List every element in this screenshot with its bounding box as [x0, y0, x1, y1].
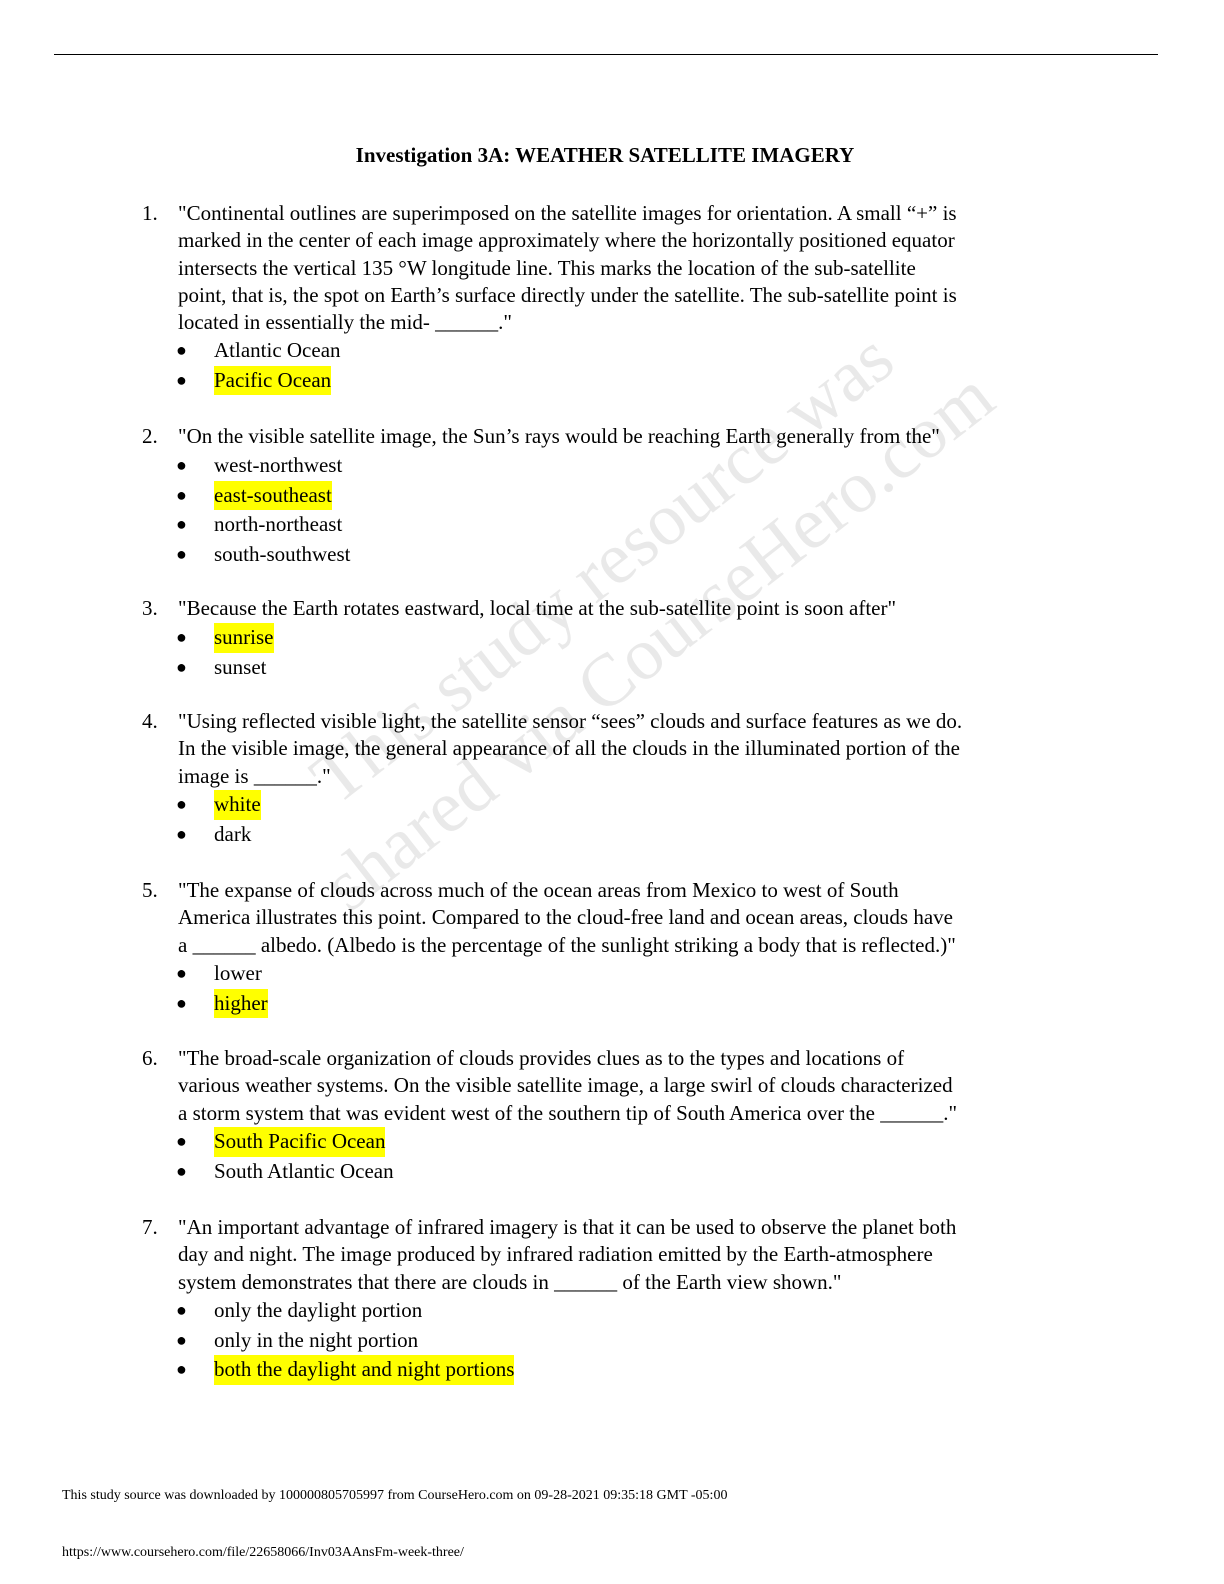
question-number: 4. — [142, 709, 158, 733]
bullet-icon: ● — [176, 455, 187, 475]
bullet-icon: ● — [176, 514, 187, 534]
question-text: "On the visible satellite image, the Sun… — [178, 424, 940, 448]
question-text: "The broad-scale organization of clouds … — [178, 1046, 958, 1125]
answer-option-label-highlighted: both the daylight and night portions — [214, 1355, 515, 1385]
bullet-icon: ● — [176, 369, 187, 390]
bullet-icon: ● — [176, 1160, 187, 1181]
question-text: "Continental outlines are superimposed o… — [178, 201, 957, 335]
question-text: "Using reflected visible light, the sate… — [178, 709, 963, 788]
answer-option-label-highlighted: higher — [214, 988, 268, 1018]
bullet-icon: ● — [176, 543, 187, 564]
download-notice: This study source was downloaded by 1000… — [62, 1488, 728, 1503]
bullet-icon: ● — [176, 823, 187, 844]
source-url[interactable]: https://www.coursehero.com/file/22658066… — [62, 1545, 464, 1560]
bullet-icon: ● — [176, 963, 187, 983]
answer-option-label-highlighted: east-southeast — [214, 480, 332, 510]
question-number: 3. — [142, 596, 158, 620]
answer-option-label-highlighted: Pacific Ocean — [214, 365, 332, 395]
answer-option-label-highlighted: South Pacific Ocean — [214, 1127, 386, 1157]
question-number: 1. — [142, 201, 158, 225]
bullet-icon: ● — [176, 1300, 187, 1320]
question-number: 2. — [142, 424, 158, 448]
bullet-icon: ● — [176, 1359, 187, 1379]
answer-option-label-highlighted: white — [214, 790, 261, 820]
bullet-icon: ● — [176, 340, 187, 360]
top-rule — [54, 54, 1158, 55]
question-text: "The expanse of clouds across much of th… — [178, 878, 956, 957]
answer-option-label: only in the night portion — [214, 1327, 419, 1352]
answer-option-label: dark — [214, 821, 252, 846]
question-number: 7. — [142, 1215, 158, 1239]
answer-option-label: only the daylight portion — [214, 1298, 423, 1322]
bullet-icon: ● — [176, 1131, 187, 1151]
answer-option-label: south-southwest — [214, 541, 351, 566]
answer-option-label: lower — [214, 961, 262, 985]
answer-option-label: north-northeast — [214, 512, 343, 536]
bullet-icon: ● — [176, 1329, 187, 1350]
answer-option-label: Atlantic Ocean — [214, 338, 341, 362]
bullet-icon: ● — [176, 656, 187, 677]
question-text: "Because the Earth rotates eastward, loc… — [178, 596, 897, 620]
question-number: 6. — [142, 1046, 158, 1070]
question-text: "An important advantage of infrared imag… — [178, 1215, 957, 1294]
answer-option-label-highlighted: sunrise — [214, 623, 274, 653]
question-number: 5. — [142, 878, 158, 902]
bullet-icon: ● — [176, 794, 187, 814]
answer-option-label: west-northwest — [214, 453, 343, 477]
bullet-icon: ● — [176, 992, 187, 1013]
answer-option-label: sunset — [214, 654, 267, 679]
answer-option-label: South Atlantic Ocean — [214, 1158, 394, 1183]
bullet-icon: ● — [176, 484, 187, 505]
page-title: Investigation 3A: WEATHER SATELLITE IMAG… — [355, 143, 855, 167]
bullet-icon: ● — [176, 627, 187, 647]
